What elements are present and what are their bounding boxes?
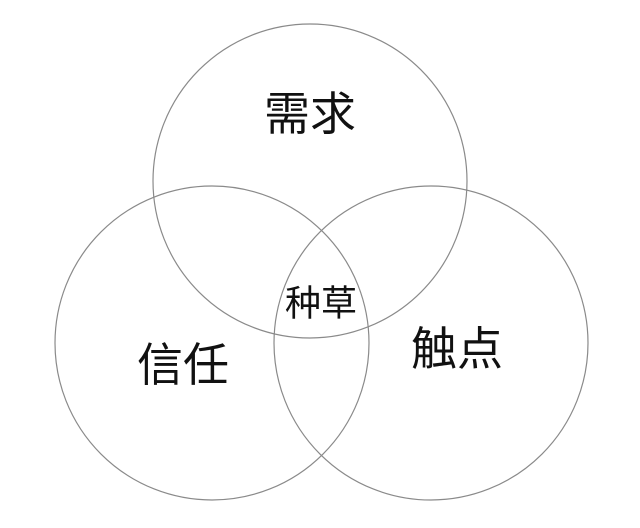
circle-left xyxy=(54,185,370,501)
label-right: 触点 xyxy=(411,322,503,376)
label-top: 需求 xyxy=(264,87,356,141)
circle-right xyxy=(273,185,589,501)
label-left: 信任 xyxy=(137,338,229,392)
label-intersection: 种草 xyxy=(285,284,357,325)
circle-top xyxy=(152,23,468,339)
